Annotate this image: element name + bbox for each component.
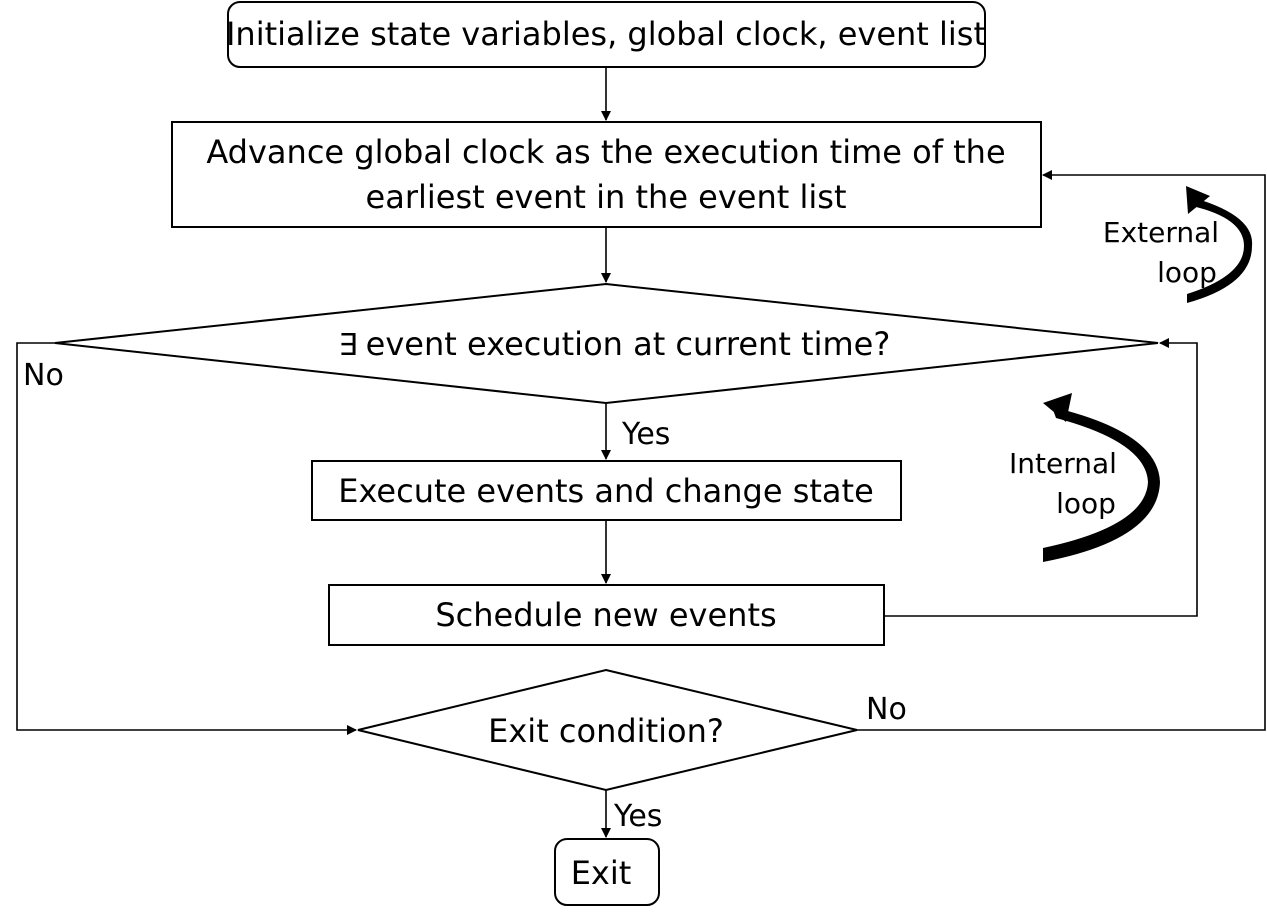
exit-node: Exit xyxy=(554,838,660,906)
schedule-label: Schedule new events xyxy=(435,596,776,634)
no-label-exit: No xyxy=(866,692,907,727)
exist-question-label: event execution at current time? xyxy=(366,325,891,363)
yes-label-exist: Yes xyxy=(621,417,670,452)
execute-node: Execute events and change state xyxy=(311,460,902,521)
advance-label-line1: Advance global clock as the execution ti… xyxy=(206,133,1005,171)
edge-exit-no-to-advance xyxy=(857,170,1266,731)
internal-loop-label-line1: Internal xyxy=(1009,447,1117,480)
yes-label-exit: Yes xyxy=(613,799,662,834)
internal-loop-label-line2: loop xyxy=(1056,487,1116,520)
edge-exist-no-to-exit-condition xyxy=(16,342,357,735)
external-loop-label-line2: loop xyxy=(1157,256,1217,289)
exit-condition-decision: Exit condition? xyxy=(357,668,858,792)
exit-label: Exit xyxy=(571,854,632,892)
no-label-exist: No xyxy=(23,358,64,393)
internal-loop-arrow-icon xyxy=(1043,393,1160,562)
external-loop-label-line1: External xyxy=(1103,216,1219,249)
exist-event-decision: ∃ event execution at current time? xyxy=(54,282,1159,405)
init-label: Initialize state variables, global clock… xyxy=(226,15,986,53)
edge-schedule-to-exist xyxy=(884,338,1198,617)
external-loop-arrow-icon xyxy=(1186,186,1253,303)
exit-condition-label: Exit condition? xyxy=(488,712,724,750)
execute-label: Execute events and change state xyxy=(338,472,874,510)
schedule-node: Schedule new events xyxy=(328,584,885,646)
advance-label-line2: earliest event in the event list xyxy=(366,178,847,216)
init-node: Initialize state variables, global clock… xyxy=(226,1,986,68)
exist-symbol: ∃ xyxy=(339,328,358,363)
advance-clock-node: Advance global clock as the execution ti… xyxy=(171,121,1042,228)
